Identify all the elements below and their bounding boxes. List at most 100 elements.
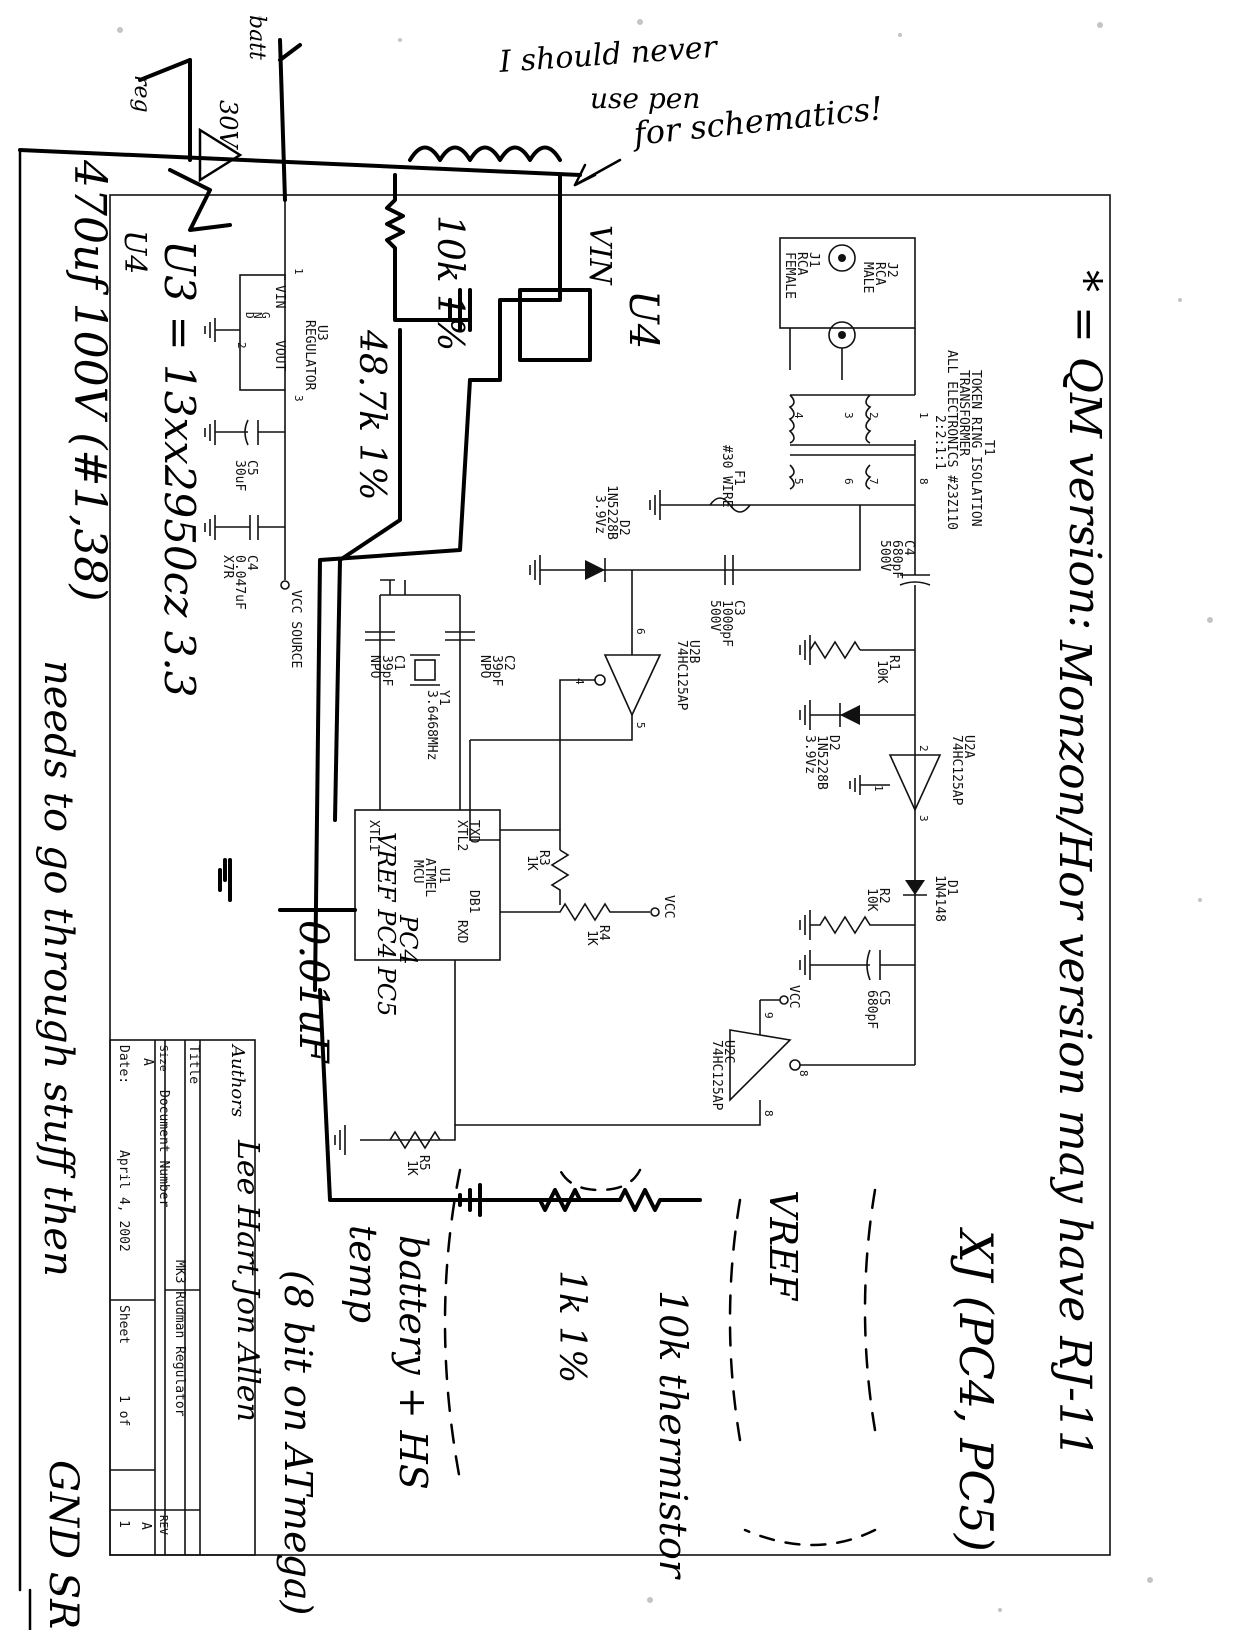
- t1-pin-3: 3: [842, 412, 855, 419]
- note-never-pen: I should never: [497, 30, 720, 80]
- t1-pin-2: 2: [867, 412, 880, 419]
- u2b-part: 74HC125AP: [674, 640, 689, 711]
- t1-type: TRANSFORMER: [956, 370, 971, 456]
- u2b-pin-4: 4: [573, 678, 586, 685]
- u3-ref: U3: [314, 325, 329, 341]
- note-gnd-src: GND SRC: [40, 1460, 86, 1630]
- note-xj-pc4-pc5: XJ (PC4, PC5): [949, 1227, 1003, 1552]
- c5-reg-ref: C5: [244, 460, 259, 476]
- c2-ref: C2: [501, 655, 516, 671]
- u2a-pin-3: 3: [917, 815, 930, 822]
- note-reg: reg: [129, 75, 154, 113]
- t1-part: ALL ELECTRONICS #23Z110: [944, 350, 959, 530]
- u3-pin-g: G: [259, 312, 272, 319]
- d1-part: 1N4148: [932, 875, 947, 922]
- u3-pin-2: 2: [235, 342, 248, 349]
- regulator-u3: VIN VOUT G N D U3 REGULATOR 1 2 3 C5 30u…: [204, 195, 329, 668]
- t1-pin-7: 7: [867, 478, 880, 485]
- note-thermistor: 10k thermistor: [651, 1290, 695, 1581]
- c5-rx-ref: C5: [876, 990, 891, 1006]
- note-10k-1pct: 10k 1%: [429, 215, 470, 351]
- c3-ref: C3: [731, 600, 746, 616]
- u2c-pin-8a: 8: [797, 1070, 810, 1077]
- note-u4: U4: [620, 290, 666, 349]
- handwritten-notes: I should never use pen for schematics! *…: [35, 15, 1110, 1630]
- r2-ref: R2: [876, 888, 891, 904]
- mcu-u1: TXD DB1 XTL2 RXD XTL1 U1 ATMEL MCU R3 1K…: [354, 740, 676, 961]
- c5-rx-value: 680pF: [864, 990, 879, 1029]
- buffer-u2c: VCC U2C 74HC125AP 9 8 8: [454, 960, 915, 1126]
- u3-pin-vin: VIN: [272, 285, 287, 308]
- j1-label: J1: [806, 252, 821, 268]
- d1-ref: D1: [944, 880, 959, 896]
- vcc-source: VCC SOURCE: [288, 590, 303, 668]
- date-value: April 4, 2002: [116, 1150, 131, 1252]
- u2c-ref: U2C: [721, 1040, 736, 1063]
- u2a-ref: U2A: [961, 735, 976, 759]
- r4-ref: R4: [596, 925, 611, 941]
- j2-gender: MALE: [860, 262, 875, 293]
- note-temp: temp: [341, 1225, 385, 1323]
- note-u3-part: U3 = 13xx2950cz 3.3: [155, 240, 204, 698]
- r5-value: 1K: [404, 1160, 419, 1176]
- note-30v: 30V: [214, 100, 242, 151]
- title-block: Authors Lee Hart Jon Allen Title MK3 Rud…: [109, 1039, 265, 1556]
- note-48-7k-1pct: 48.7k 1%: [351, 329, 392, 501]
- note-vin: VIN: [582, 225, 617, 287]
- c2-type: NPO: [477, 655, 492, 679]
- size-value: A: [140, 1058, 155, 1066]
- crystal-y1: C2 39pF NPO C1 39pF NPO Y1 3.6468MHz: [365, 579, 516, 810]
- u2b-pin-6: 6: [634, 628, 647, 635]
- u2a-pin-2: 2: [917, 745, 930, 752]
- t1-pin-1: 1: [917, 412, 930, 419]
- size-label: Size: [157, 1045, 170, 1072]
- d2-lower-value: 3.9Vz: [802, 735, 817, 774]
- c1-ref: C1: [391, 655, 406, 671]
- j2-type: RCA: [872, 262, 887, 286]
- handwritten-wiring: [18, 38, 702, 1630]
- title-label: Title: [186, 1045, 201, 1084]
- r5-ref: R5: [416, 1155, 431, 1171]
- note-monzon: Monzon/Hor version may have RJ-11: [1049, 639, 1100, 1458]
- authors-value: Lee Hart Jon Allen: [230, 1139, 265, 1422]
- t1-pin-5: 5: [792, 478, 805, 485]
- note-cap-0-01uf: 0.01uF: [290, 920, 336, 1064]
- u1-pin-xtl1: XTL1: [366, 820, 381, 851]
- t1-pin-8: 8: [917, 478, 930, 485]
- r3-value: 1K: [524, 855, 539, 871]
- j1-type: RCA: [794, 252, 809, 276]
- y1-ref: Y1: [436, 690, 451, 706]
- note-1k-1pct: 1k 1%: [551, 1270, 592, 1383]
- handwritten-brackets: [443, 1168, 877, 1547]
- r1-ref: R1: [886, 655, 901, 671]
- u1-brand: ATMEL: [422, 858, 437, 897]
- u1-ref: U1: [436, 868, 451, 884]
- u2a-part: 74HC125AP: [949, 735, 964, 806]
- j2-label: J2: [884, 262, 899, 278]
- u1-pin-rxd: RXD: [454, 920, 469, 944]
- r1-value: 10K: [874, 660, 889, 684]
- docnum-label: Document Number: [156, 1090, 171, 1208]
- vcc-u2c: VCC: [786, 985, 801, 1008]
- zener-and-caps-input: D2 1N5228B 3.9Vz C3 1000pF 500V C4 680pF…: [529, 485, 931, 1065]
- c2-value: 39pF: [489, 655, 504, 686]
- note-batt: batt: [244, 15, 269, 60]
- t1-pin-6: 6: [842, 478, 855, 485]
- sheet-value: 1 of: [116, 1395, 131, 1426]
- resistor-r5: R5 1K: [334, 1125, 456, 1176]
- u3-pin-3: 3: [292, 395, 305, 402]
- d2-upper-value: 3.9Vz: [592, 495, 607, 534]
- schematic-border: [109, 194, 1111, 1556]
- r2-value: 10K: [864, 888, 879, 912]
- j1-gender: FEMALE: [782, 252, 797, 299]
- note-pc4: PC4: [394, 914, 422, 965]
- d2-upper-ref: D2: [616, 520, 631, 536]
- u1-type: MCU: [410, 860, 425, 883]
- rx-chain: R1 10K D2 1N5228B 3.9Vz U2A 74HC125AP 2 …: [799, 635, 976, 1029]
- note-u4-part: U4: [117, 230, 152, 274]
- t1-ref: T1: [981, 440, 996, 456]
- u3-type: REGULATOR: [302, 320, 317, 391]
- y1-value: 3.6468MHz: [424, 690, 439, 760]
- title-value: MK3 Rudman Regulator: [172, 1260, 187, 1417]
